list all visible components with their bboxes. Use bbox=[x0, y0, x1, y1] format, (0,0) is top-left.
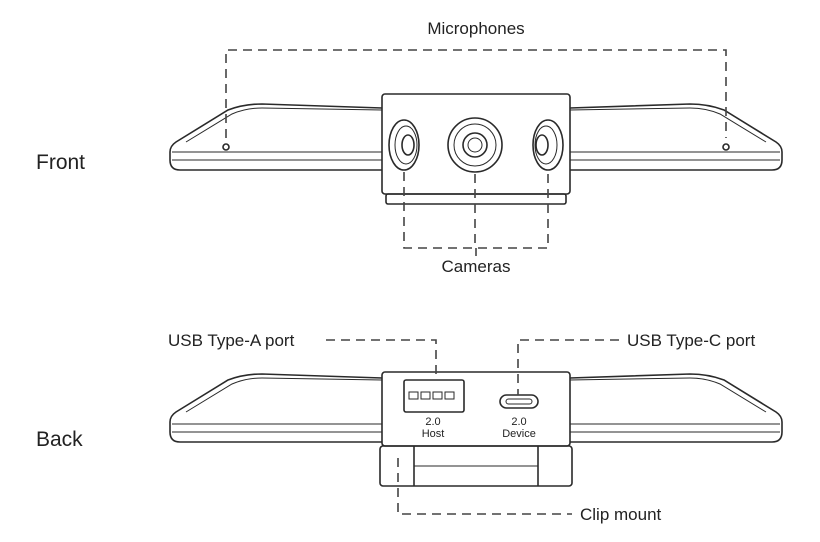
usb-type-c-port bbox=[499, 394, 539, 409]
usb-type-a-port bbox=[403, 379, 465, 413]
center-camera-lens bbox=[447, 117, 503, 173]
cameras-label: Cameras bbox=[442, 257, 511, 276]
right-microphone-hole bbox=[722, 143, 730, 151]
cameras-leader bbox=[403, 172, 549, 249]
front-label: Front bbox=[36, 151, 85, 174]
usb-type-a-label: USB Type-A port bbox=[168, 331, 295, 350]
clip-mount bbox=[379, 445, 573, 487]
clip-mount-label: Clip mount bbox=[580, 505, 662, 524]
microphones-label: Microphones bbox=[427, 19, 524, 38]
left-camera-lens bbox=[388, 119, 420, 171]
host-label: Host bbox=[422, 428, 445, 440]
back-label: Back bbox=[36, 428, 83, 451]
usb-type-c-leader bbox=[517, 339, 619, 395]
device-label: Device bbox=[502, 428, 536, 440]
back-housing bbox=[381, 371, 571, 447]
microphones-leader bbox=[225, 49, 727, 138]
left-microphone-hole bbox=[222, 143, 230, 151]
right-camera-lens bbox=[532, 119, 564, 171]
host-version-label: 2.0 bbox=[425, 416, 440, 428]
front-camera-housing bbox=[381, 93, 571, 205]
front-bar bbox=[169, 103, 783, 171]
back-view: 2.0 Host 2.0 Device bbox=[169, 339, 783, 515]
front-view bbox=[169, 49, 783, 256]
usb-type-c-label: USB Type-C port bbox=[627, 331, 755, 350]
usb-type-a-leader bbox=[326, 339, 437, 380]
device-version-label: 2.0 bbox=[511, 416, 526, 428]
back-bar bbox=[169, 373, 783, 443]
clip-mount-leader bbox=[397, 458, 572, 515]
